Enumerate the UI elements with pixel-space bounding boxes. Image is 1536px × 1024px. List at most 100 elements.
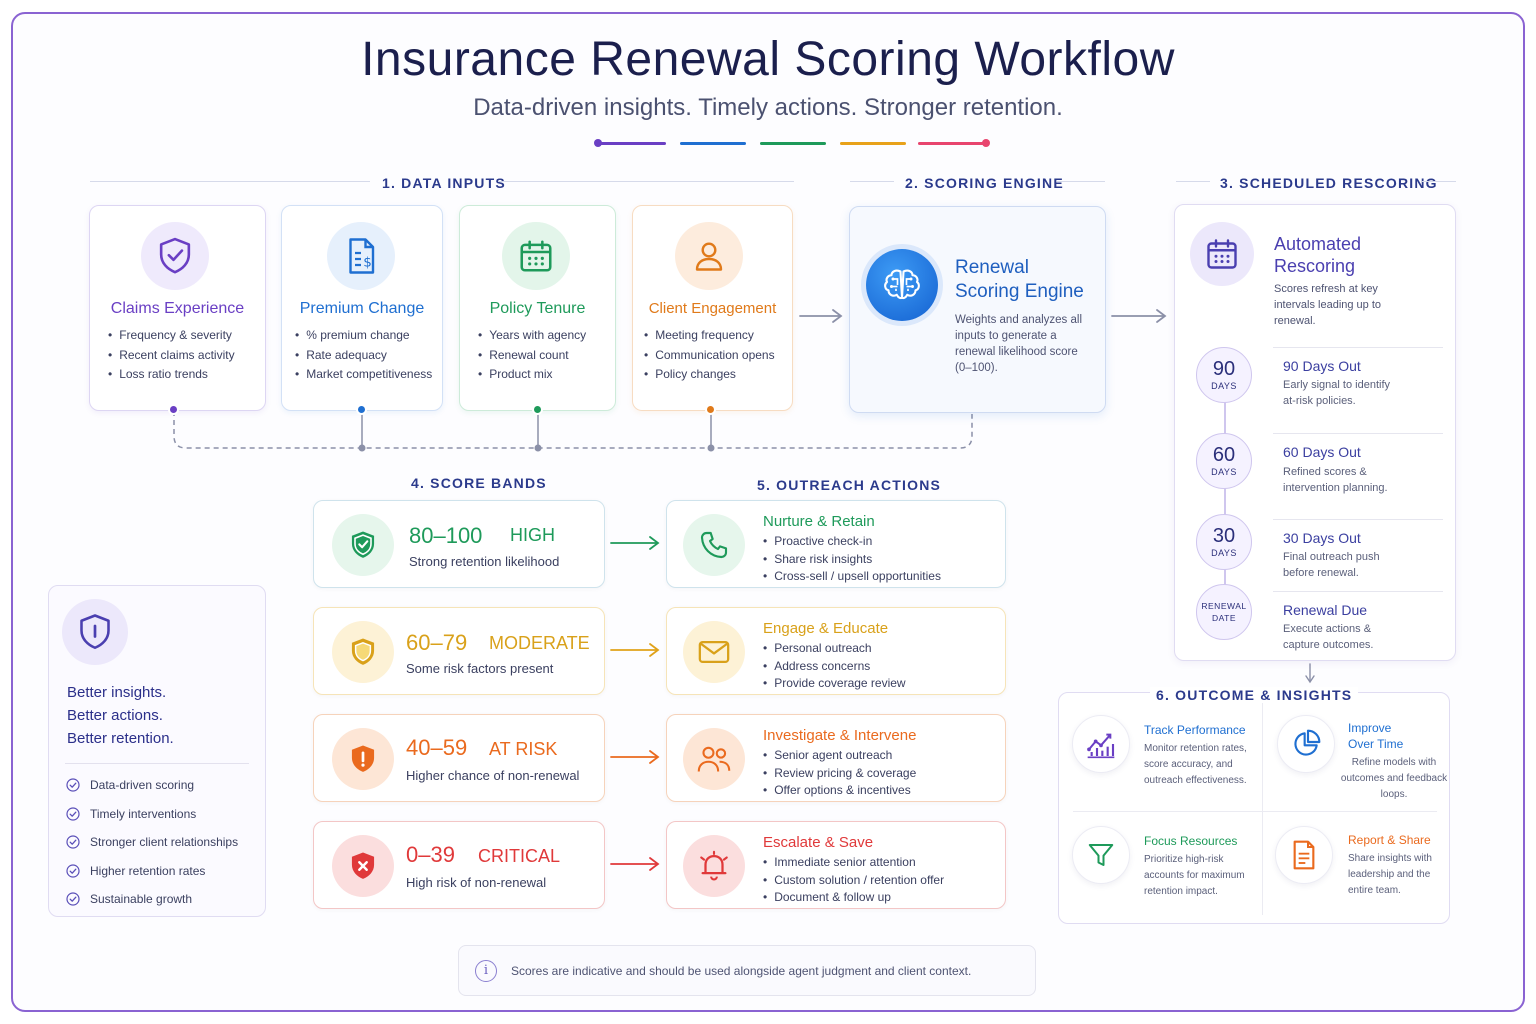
divider [1073,811,1437,812]
action-item: Review pricing & coverage [763,765,916,783]
outcome-text-line: Share insights with [1348,853,1432,864]
engine-desc-line: inputs to generate a [955,330,1057,342]
step-unit: DAYS [1211,381,1237,391]
scoring-engine-card: Renewal Scoring Engine Weights and analy… [849,206,1106,413]
engine-title: Scoring Engine [955,281,1084,302]
step-unit: DAYS [1211,467,1237,477]
section-data-inputs: 1. DATA INPUTS [382,175,506,191]
input-item: Loss ratio trends [108,365,235,385]
outcome-text-line: accounts for maximum [1144,870,1245,881]
step-text-line: capture outcomes. [1283,639,1374,651]
outcome-text-line: leadership and the [1348,869,1431,880]
action-item: Proactive check-in [763,533,941,551]
step-text: Execute actions & capture outcomes. [1283,621,1374,653]
calendar-icon [502,222,570,290]
rescoring-title: Rescoring [1274,256,1356,276]
input-item: Rate adequacy [295,346,432,366]
step-title: Renewal Due [1283,602,1368,618]
tagline-line: Better actions. [67,707,163,724]
users-icon [683,728,745,790]
timeline-line [1224,395,1226,613]
outcome-text: Monitor retention rates,score accuracy, … [1144,741,1247,789]
divider [1273,519,1443,520]
action-items: Immediate senior attentionCustom solutio… [763,854,944,907]
filter-icon [1072,826,1130,884]
input-item: Policy changes [644,365,775,385]
divider [65,763,249,764]
rescoring-desc-line: intervals leading up to [1274,299,1382,311]
outcome-text-line: retention impact. [1144,886,1218,897]
alarm-bell-icon [683,835,745,897]
engine-desc-line: (0–100). [955,362,998,374]
divider [1262,703,1263,915]
action-item: Offer options & incentives [763,782,916,800]
input-item: Meeting frequency [644,326,775,346]
step-title: 30 Days Out [1283,530,1361,546]
check-circle-icon [66,835,80,849]
outcome-title: Report & Share [1348,833,1431,847]
divider [1273,347,1443,348]
footer-note-box: i Scores are indicative and should be us… [458,945,1036,996]
input-item: Frequency & severity [108,326,235,346]
timeline-step-30: 30 DAYS [1196,514,1252,570]
action-item: Senior agent outreach [763,747,916,765]
rescoring-panel: Automated Rescoring Scores refresh at ke… [1174,204,1456,661]
rescoring-description: Scores refresh at key intervals leading … [1274,281,1434,329]
step-unit: DATE [1211,613,1237,623]
tagline-line: Better insights. [67,684,167,701]
band-range: 0–39 [406,842,455,867]
action-title: Engage & Educate [763,620,889,637]
step-number: 30 [1212,525,1236,547]
step-text-line: Final outreach push [1283,551,1380,563]
info-icon: i [475,960,497,982]
benefit-label: Data-driven scoring [90,778,195,792]
step-number: 60 [1212,444,1236,466]
band-range: 40–59 [406,735,468,760]
check-circle-icon [66,778,80,792]
shield-icon [62,599,128,665]
section-outcome-insights: 6. OUTCOME & INSIGHTS [1150,687,1359,703]
section-score-bands: 4. SCORE BANDS [411,475,547,491]
divider [1273,433,1443,434]
timeline-step-renewal: RENEWAL DATE [1196,584,1252,640]
outcome-text-line: Monitor retention rates, [1144,743,1247,754]
step-number: 90 [1212,358,1236,380]
section-outreach-actions: 5. OUTREACH ACTIONS [757,477,942,493]
input-card-premium: $ Premium Change % premium change Rate a… [281,205,443,411]
step-text-line: Execute actions & [1283,623,1372,635]
check-circle-icon [66,806,80,821]
step-unit: DAYS [1211,548,1237,558]
input-title: Client Engagement [648,300,777,317]
input-connector-dot [532,404,543,415]
brain-icon [866,249,938,321]
input-item: Recent claims activity [108,346,234,366]
engine-description: Weights and analyzes all inputs to gener… [955,312,1100,376]
page-title: Insurance Renewal Scoring Workflow [361,33,1175,86]
input-item: Product mix [478,365,586,385]
input-connector-dot [168,404,179,415]
divider [1273,591,1443,592]
rescoring-desc-line: Scores refresh at key [1274,283,1378,295]
band-label: MODERATE [489,633,590,653]
input-title: Claims Experience [110,300,245,317]
band-label: CRITICAL [478,846,561,866]
step-text-line: Early signal to identify [1283,379,1390,391]
outcome-text-line: loops. [1380,789,1408,800]
input-connector-dot [356,404,367,415]
section-scheduled-rescoring: 3. SCHEDULED RESCORING [1220,175,1438,191]
input-item: Market competitiveness [295,365,432,385]
shield-check-icon [141,222,209,290]
input-items: % premium change Rate adequacy Market co… [295,326,432,385]
input-item: Renewal count [478,346,586,366]
benefit-item: Data-driven scoring [66,778,194,792]
benefits-tagline: Better insights. Better actions. Better … [67,681,174,750]
input-items: Frequency & severity Recent claims activ… [108,326,235,385]
